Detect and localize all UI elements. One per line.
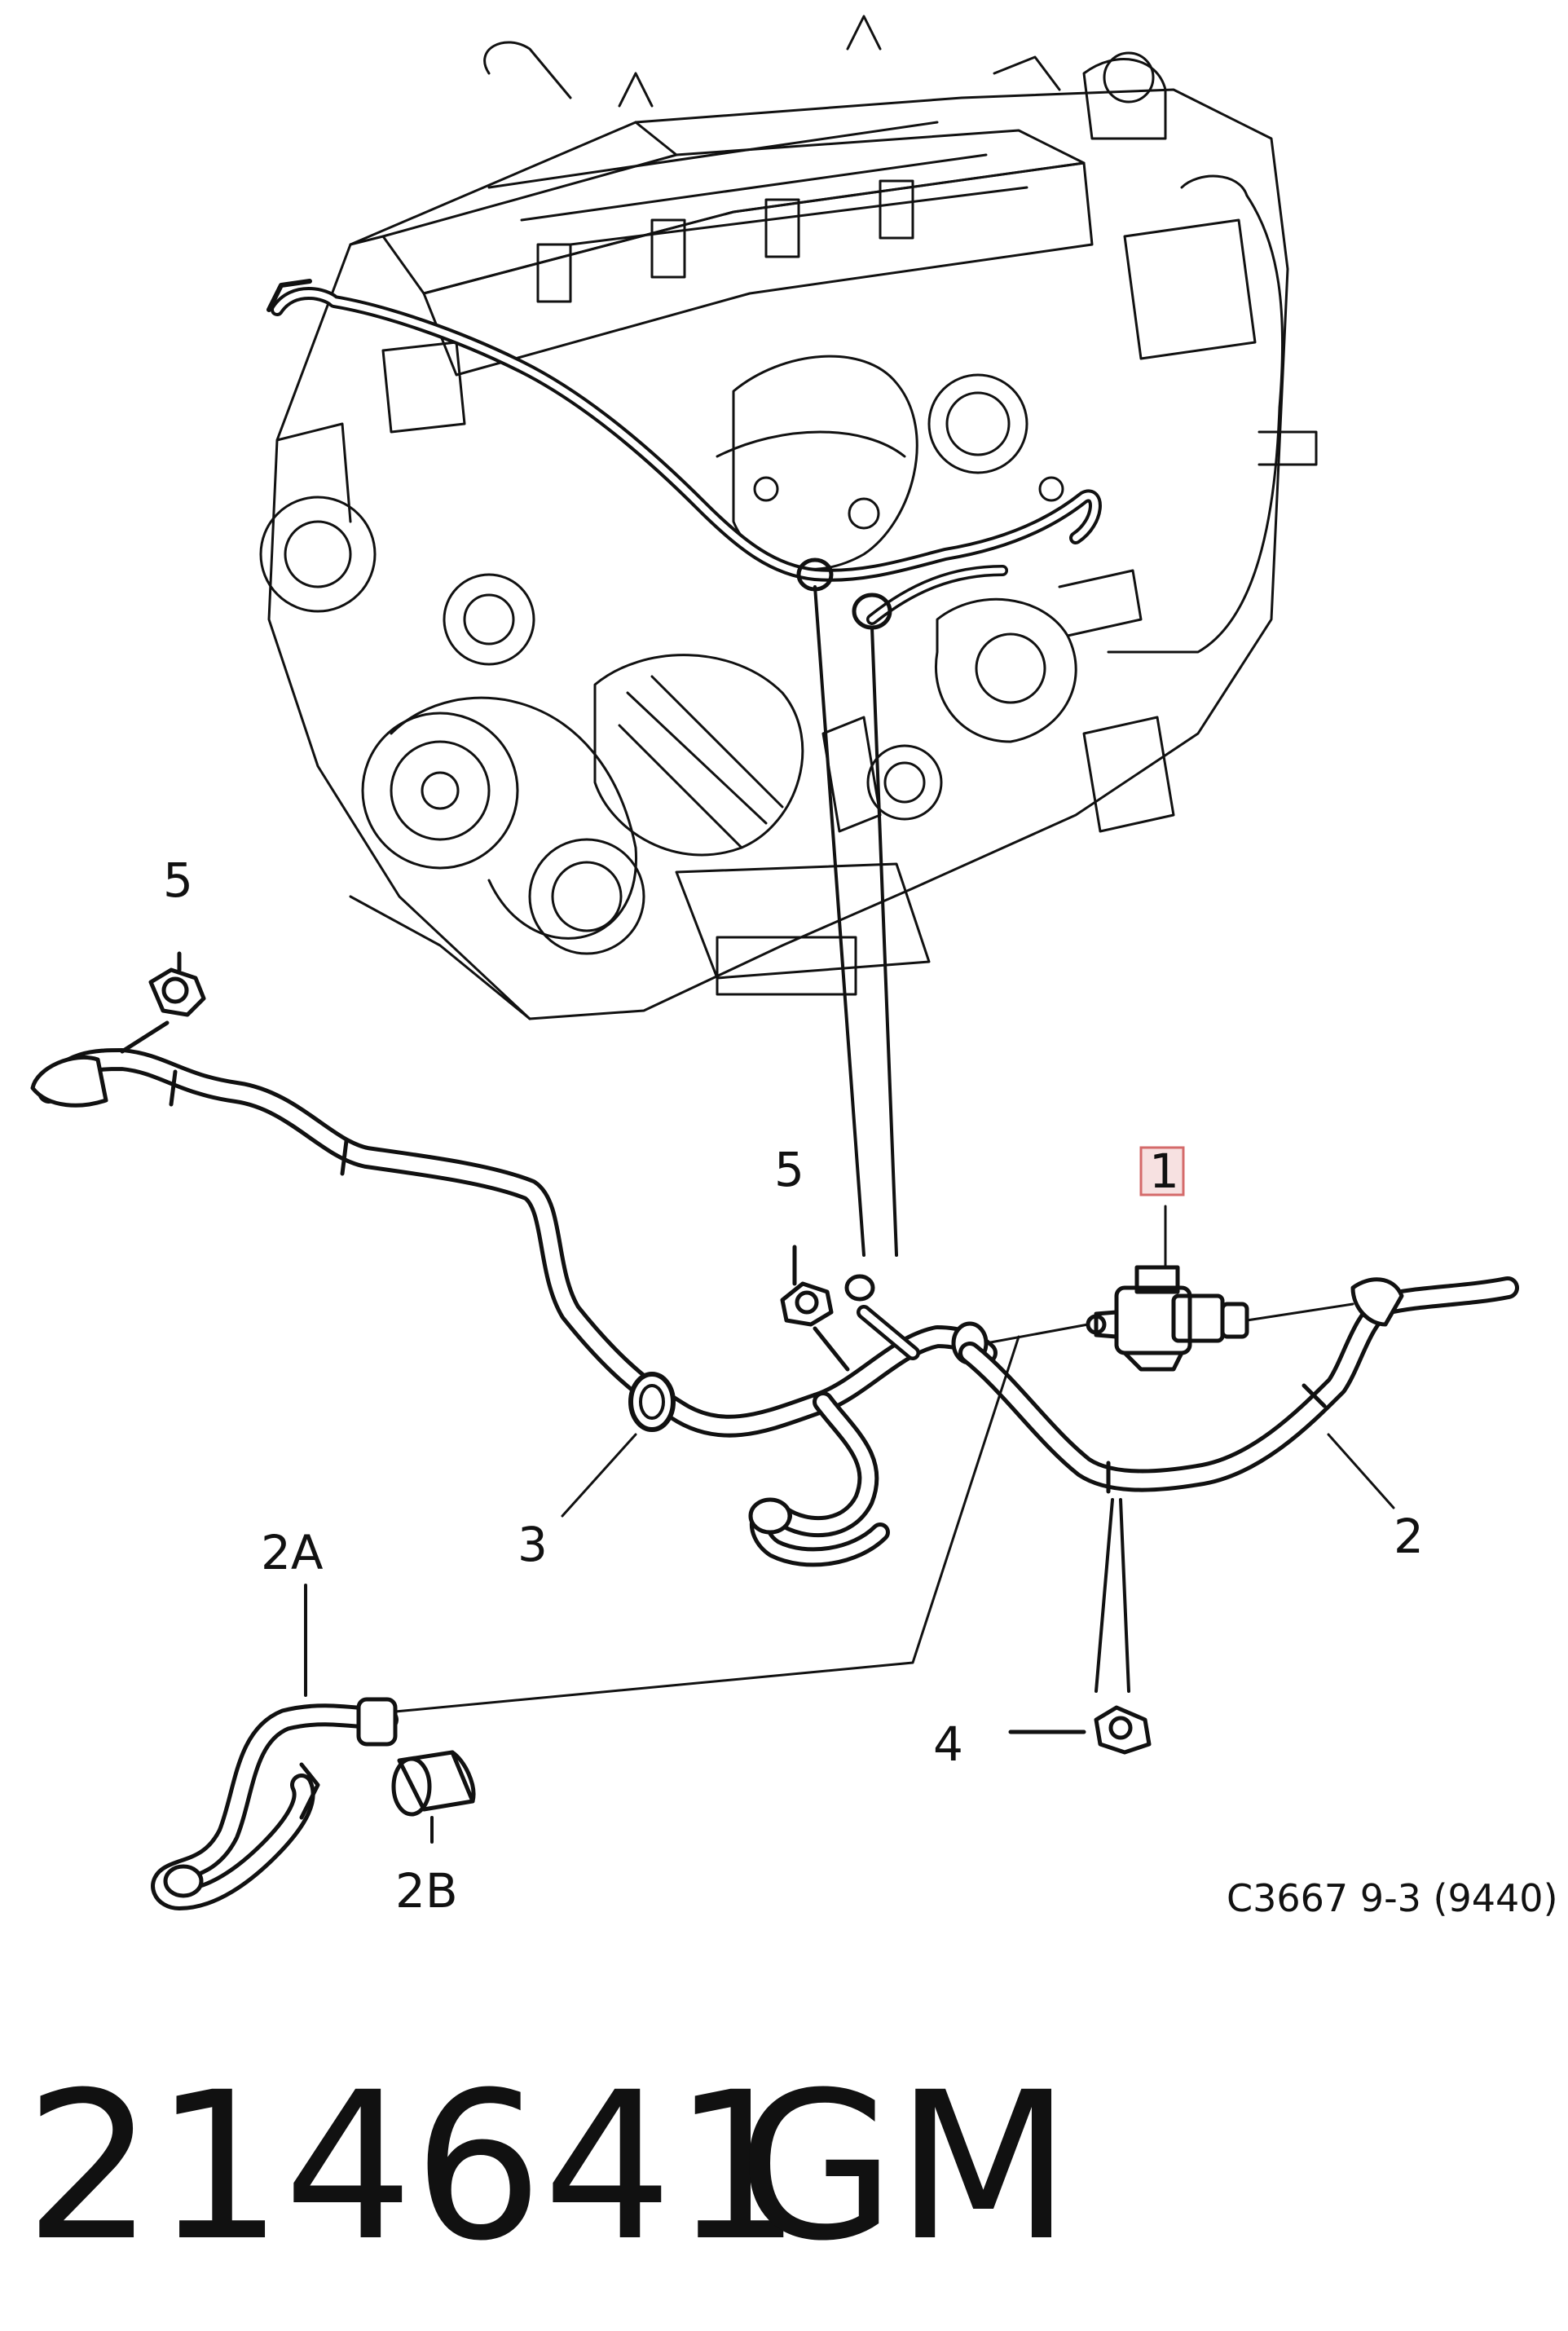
- callout-3-leader: [561, 1433, 637, 1518]
- brand-name: GM: [738, 2048, 1071, 2285]
- hose-2a: [151, 1335, 1020, 1910]
- engine-leader-lines: [813, 585, 898, 1257]
- part-1-leader-lines: [984, 1205, 1354, 1345]
- callout-2b: 2B: [395, 1863, 458, 1919]
- callout-4: 4: [933, 1716, 963, 1772]
- reference-code: C3667 9-3 (9440): [1227, 1876, 1558, 1920]
- part-number: 214641: [24, 2048, 802, 2285]
- clamp-4: [1008, 1498, 1152, 1755]
- callout-2: 2: [1394, 1509, 1424, 1564]
- clamp-5-center: [780, 1245, 850, 1372]
- hose-2: [958, 1276, 1519, 1494]
- valve-part-1: [1086, 1265, 1249, 1372]
- hose-3: [30, 1048, 998, 1567]
- callout-2a: 2A: [261, 1525, 324, 1580]
- callout-3: 3: [518, 1517, 548, 1572]
- engine-vent-line: [266, 279, 1102, 630]
- callout-5-left: 5: [163, 853, 193, 908]
- sleeve-2b: [391, 1750, 476, 1844]
- callout-1: 1: [1149, 1143, 1179, 1199]
- callout-1-highlight: 1: [1139, 1143, 1185, 1199]
- engine-assembly: [259, 15, 1318, 1020]
- clamp-5-left: [120, 951, 206, 1054]
- callout-5-center: 5: [774, 1142, 804, 1197]
- callout-2-leader: [1327, 1433, 1395, 1509]
